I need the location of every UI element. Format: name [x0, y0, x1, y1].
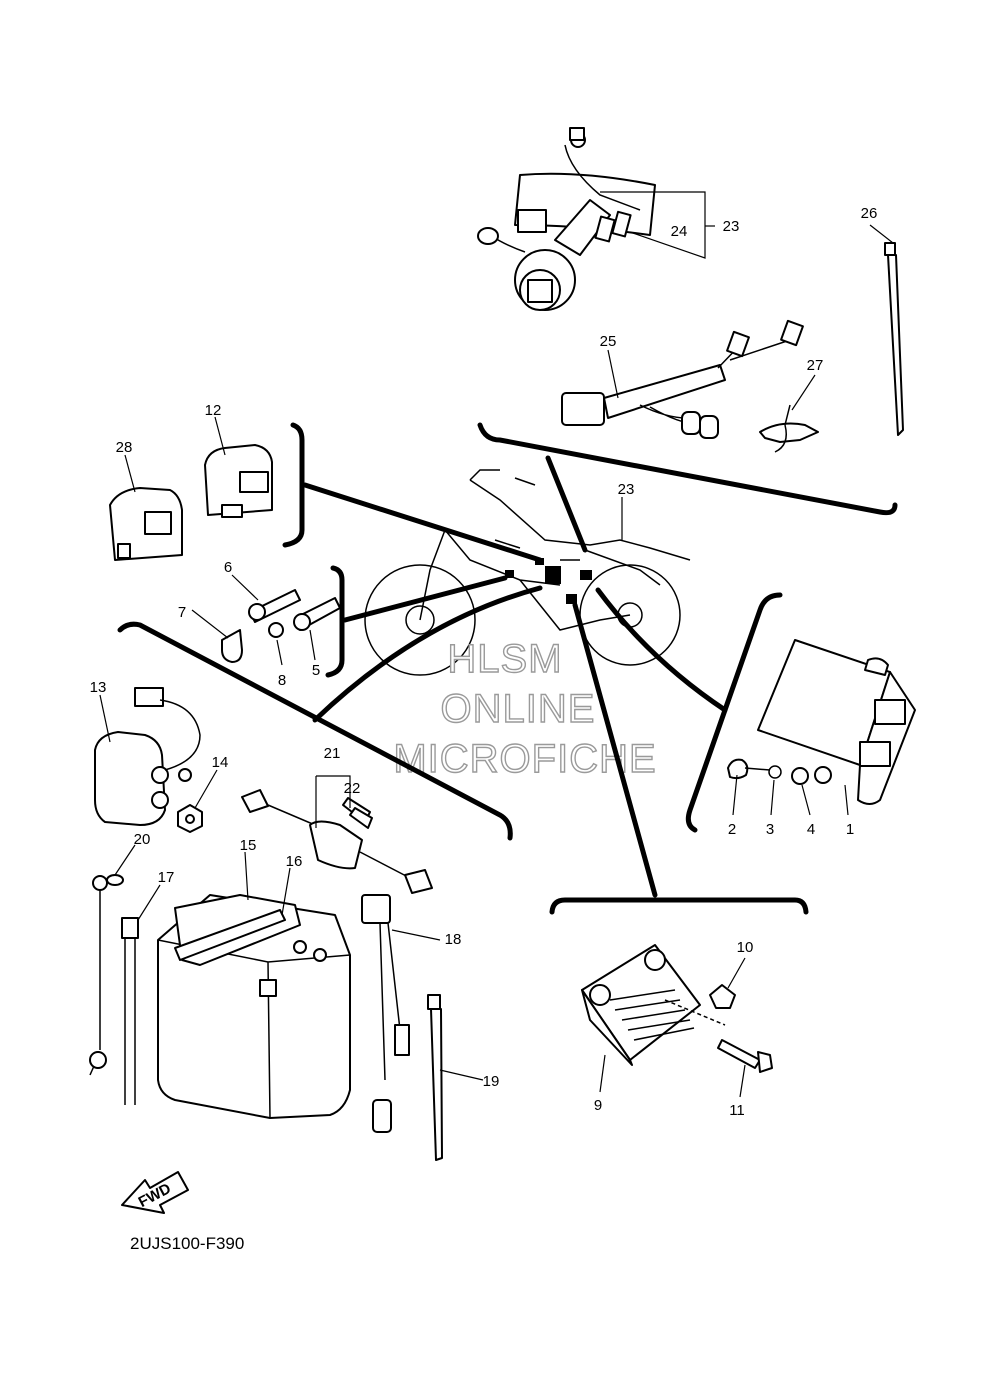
sensor-lead-18: [361, 894, 410, 1133]
callout-numbers: 1 2 3 4 5 6 7 8 9 10 11 12 13 14 15 16 1…: [90, 205, 878, 1119]
callout-10: 10: [737, 939, 754, 956]
callout-26: 26: [861, 205, 878, 222]
callout-1: 1: [846, 821, 854, 838]
callout-28: 28: [116, 439, 133, 456]
callout-22: 22: [344, 780, 361, 797]
callout-12: 12: [205, 402, 222, 419]
callout-15: 15: [240, 837, 257, 854]
watermark-line-2: ONLINE: [441, 687, 596, 731]
clamp-27: [759, 404, 819, 453]
relay-12: [204, 444, 273, 518]
callout-24: 24: [671, 223, 688, 240]
callout-leaders: [99, 224, 894, 1098]
callout-18: 18: [445, 931, 462, 948]
group-leader-lines: [117, 422, 898, 915]
callout-21: 21: [324, 745, 341, 762]
breather-tube-17: [121, 917, 139, 1105]
callout-16: 16: [286, 853, 303, 870]
wire-harness-assembly: [477, 127, 715, 311]
diagram-code: 2UJS100-F390: [130, 1234, 245, 1253]
callout-17: 17: [158, 869, 175, 886]
callout-27: 27: [807, 357, 824, 374]
control-unit-1: [727, 639, 916, 805]
callout-14: 14: [212, 754, 229, 771]
fittings-group: [221, 589, 341, 663]
callout-25: 25: [600, 333, 617, 350]
callout-11: 11: [729, 1102, 745, 1119]
callout-7: 7: [178, 604, 186, 621]
nut-14: [177, 804, 203, 833]
starter-relay-13: [94, 687, 201, 826]
callout-23-center: 23: [618, 481, 635, 498]
callout-23-top: 23: [723, 218, 740, 235]
callout-6: 6: [224, 559, 232, 576]
battery-minus-lead-20: [89, 874, 124, 1076]
callout-13: 13: [90, 679, 107, 696]
watermark-line-3: MICROFICHE: [393, 737, 656, 781]
callout-3: 3: [766, 821, 774, 838]
callout-20: 20: [134, 831, 151, 848]
fuse-holder-21: [241, 789, 433, 894]
sub-wire-harness: [561, 319, 804, 439]
watermark-line-1: HLSM: [447, 637, 562, 681]
callout-5: 5: [312, 662, 320, 679]
cable-tie-19: [427, 994, 443, 1161]
callout-8: 8: [278, 672, 286, 689]
callout-2: 2: [728, 821, 736, 838]
watermark: HLSM ONLINE MICROFICHE: [393, 636, 657, 781]
callout-4: 4: [807, 821, 815, 838]
forward-direction-arrow[interactable]: FWD: [121, 1171, 189, 1214]
callout-19: 19: [483, 1073, 500, 1090]
relay-28: [109, 487, 183, 561]
rectifier-regulator-9: [581, 944, 773, 1073]
callout-9: 9: [594, 1097, 602, 1114]
battery-15: [157, 894, 351, 1119]
cable-tie-26: [884, 242, 904, 436]
